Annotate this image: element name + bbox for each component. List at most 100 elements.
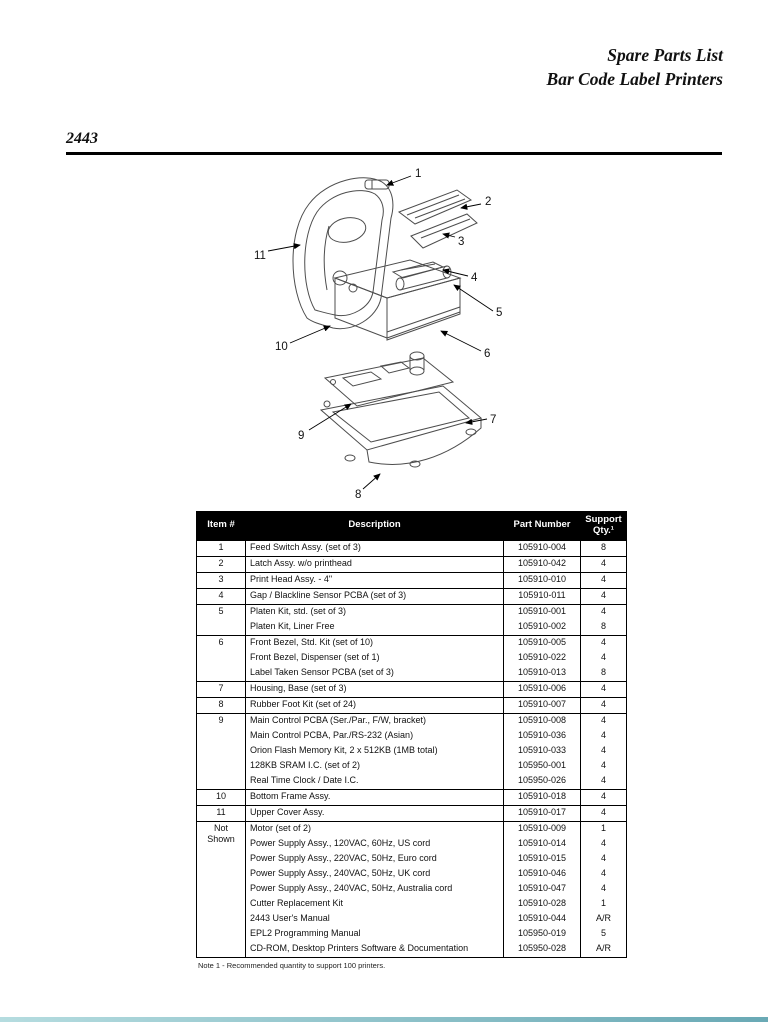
support-qty-cell: 4 (580, 773, 627, 790)
section-title: 2443 (66, 130, 98, 147)
exploded-view-diagram: 1 2 3 4 5 6 7 8 9 10 11 (175, 160, 605, 510)
header-part-number: Part Number (503, 511, 581, 541)
item-number-cell: 5 (196, 603, 246, 636)
description-cell: Gap / Blackline Sensor PCBA (set of 3) (245, 587, 504, 605)
support-qty-cell: 8 (580, 539, 627, 557)
description-cell: Front Bezel, Std. Kit (set of 10) (245, 634, 504, 651)
item-number-cell: Not Shown (196, 820, 246, 958)
item-number-cell: 11 (196, 804, 246, 822)
part-number-cell: 105910-028 (503, 896, 581, 912)
item-number-cell: 2 (196, 555, 246, 573)
support-qty-cell: 4 (580, 634, 627, 651)
description-cell: Label Taken Sensor PCBA (set of 3) (245, 665, 504, 682)
callout-label-7: 7 (490, 414, 496, 426)
item-number-cell: 10 (196, 788, 246, 806)
part-number-cell: 105910-022 (503, 650, 581, 666)
description-cell: Feed Switch Assy. (set of 3) (245, 539, 504, 557)
description-cell: Orion Flash Memory Kit, 2 x 512KB (1MB t… (245, 743, 504, 759)
callout-label-3: 3 (458, 236, 464, 248)
item-number-cell: 7 (196, 680, 246, 698)
support-qty-cell: 5 (580, 926, 627, 942)
table-row: Main Control PCBA, Par./RS-232 (Asian)10… (197, 728, 627, 744)
support-qty-cell: 4 (580, 587, 627, 605)
callout-arrow-11 (267, 243, 301, 252)
part-number-cell: 105910-005 (503, 634, 581, 651)
callout-label-2: 2 (485, 196, 491, 208)
table-row: Front Bezel, Dispenser (set of 1)105910-… (197, 650, 627, 666)
print-head-part (410, 213, 478, 249)
part-number-cell: 105910-047 (503, 881, 581, 897)
support-qty-cell: 4 (580, 788, 627, 806)
support-qty-cell: 4 (580, 881, 627, 897)
support-qty-cell: 4 (580, 728, 627, 744)
item-number-cell: 6 (196, 634, 246, 682)
callout-arrow-5 (453, 284, 494, 312)
callout-label-10: 10 (275, 341, 288, 353)
part-number-cell: 105910-004 (503, 539, 581, 557)
description-cell: Motor (set of 2) (245, 820, 504, 837)
table-row: Power Supply Assy., 240VAC, 50Hz, Austra… (197, 881, 627, 897)
item-number-cell: 9 (196, 712, 246, 790)
item-number-cell: 4 (196, 587, 246, 605)
description-cell: Rubber Foot Kit (set of 24) (245, 696, 504, 714)
section-rule (66, 152, 722, 155)
upper-cover-part (292, 177, 394, 330)
header-title-line2: Bar Code Label Printers (546, 68, 723, 89)
part-number-cell: 105910-046 (503, 866, 581, 882)
part-number-cell: 105910-002 (503, 619, 581, 636)
table-row: Power Supply Assy., 120VAC, 60Hz, US cor… (197, 836, 627, 852)
description-cell: Platen Kit, std. (set of 3) (245, 603, 504, 620)
latch-assy-part (397, 189, 473, 225)
parts-table-section: Item # Description Part Number Support Q… (196, 511, 627, 970)
table-row: CD-ROM, Desktop Printers Software & Docu… (197, 941, 627, 958)
description-cell: Power Supply Assy., 220VAC, 50Hz, Euro c… (245, 851, 504, 867)
part-number-cell: 105950-026 (503, 773, 581, 790)
description-cell: Main Control PCBA (Ser./Par., F/W, brack… (245, 712, 504, 729)
callout-arrow-2 (460, 203, 482, 210)
inner-frame-part (333, 259, 462, 341)
callout-arrow-4 (442, 268, 469, 277)
callout-label-1: 1 (415, 168, 421, 180)
callout-label-5: 5 (496, 307, 502, 319)
description-cell: EPL2 Programming Manual (245, 926, 504, 942)
part-number-cell: 105910-018 (503, 788, 581, 806)
header-support-qty: Support Qty.¹ (580, 511, 627, 541)
part-number-cell: 105910-044 (503, 911, 581, 927)
callout-arrow-7 (465, 418, 488, 425)
item-number-cell: 1 (196, 539, 246, 557)
description-cell: Power Supply Assy., 240VAC, 50Hz, Austra… (245, 881, 504, 897)
support-qty-cell: 4 (580, 758, 627, 774)
description-cell: 2443 User's Manual (245, 911, 504, 927)
support-qty-cell: 8 (580, 619, 627, 636)
part-number-cell: 105910-001 (503, 603, 581, 620)
exploded-view-svg: 1 2 3 4 5 6 7 8 9 10 11 (254, 168, 502, 501)
part-number-cell: 105950-001 (503, 758, 581, 774)
support-qty-cell: 1 (580, 820, 627, 837)
document-header: Spare Parts List Bar Code Label Printers (547, 44, 723, 91)
callout-arrows (267, 175, 494, 490)
support-qty-cell: 4 (580, 866, 627, 882)
part-number-cell: 105910-036 (503, 728, 581, 744)
part-number-cell: 105950-028 (503, 941, 581, 958)
callout-labels: 1 2 3 4 5 6 7 8 9 10 11 (254, 168, 502, 501)
part-number-cell: 105910-007 (503, 696, 581, 714)
description-cell: Print Head Assy. - 4" (245, 571, 504, 589)
part-number-cell: 105910-008 (503, 712, 581, 729)
main-pcba-part (323, 351, 455, 407)
part-number-cell: 105910-009 (503, 820, 581, 837)
part-number-cell: 105910-015 (503, 851, 581, 867)
support-qty-cell: 4 (580, 804, 627, 822)
callout-label-8: 8 (355, 489, 361, 501)
